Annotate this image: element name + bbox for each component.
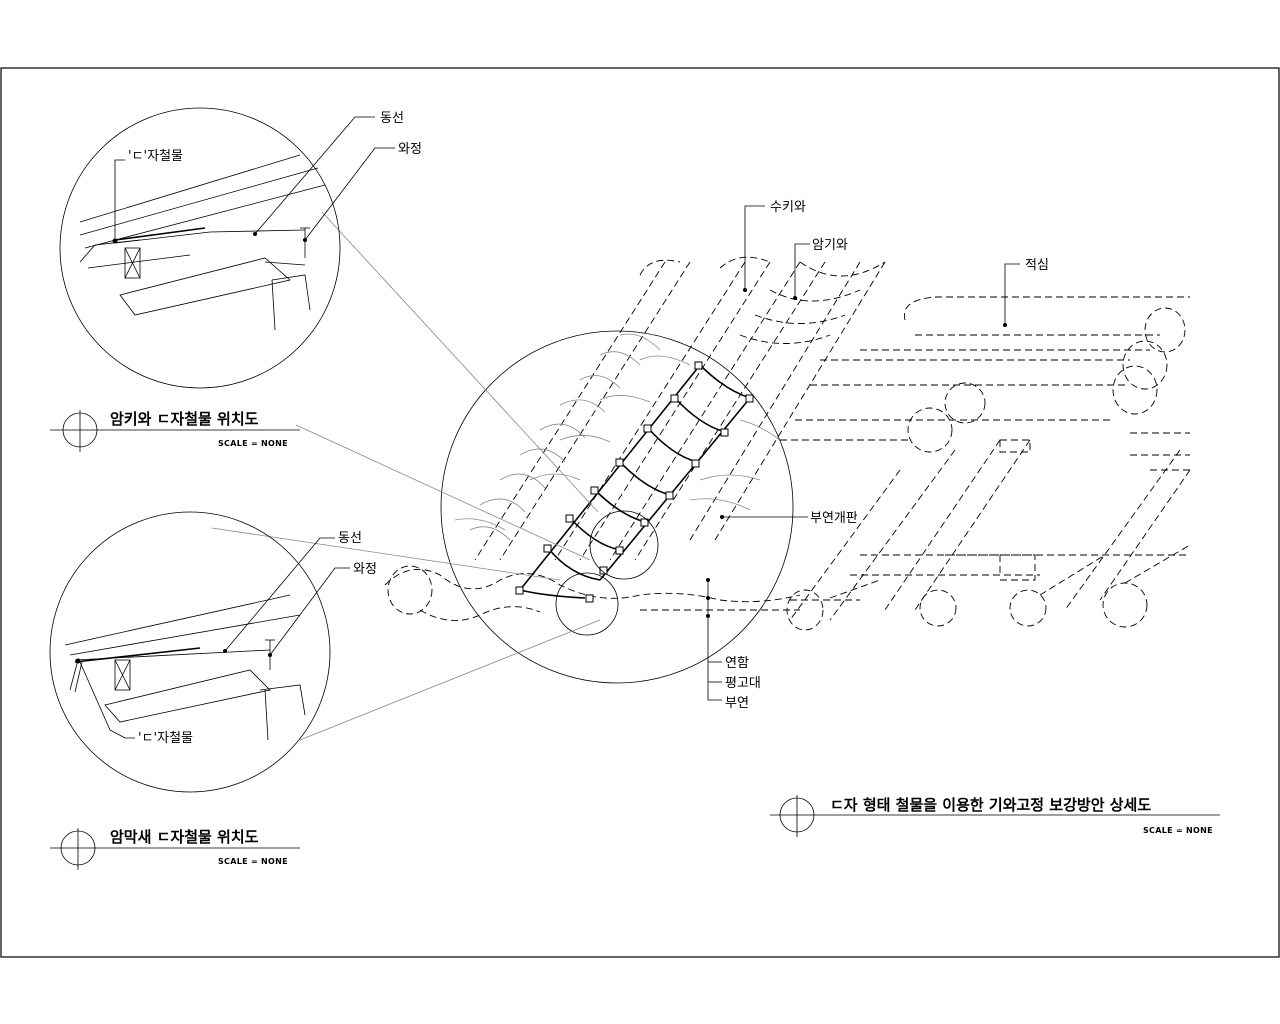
label-yeonham: 연함 (725, 656, 749, 671)
label-sheathing: 부연개판 (810, 511, 858, 526)
label-amkiwa: 암기와 (812, 238, 848, 253)
detail-bottom-scale: SCALE = NONE (218, 857, 288, 866)
detail-top-bracket-label: 'ㄷ'자철물 (128, 149, 183, 164)
label-jeoksim: 적심 (1025, 258, 1049, 273)
callout-circle-lower (555, 572, 619, 636)
detail-bottom-bracket-label: 'ㄷ'자철물 (138, 731, 193, 746)
label-pyeonggodae: 평고대 (725, 676, 761, 691)
main-detail-circle (440, 330, 794, 684)
detail-top-circle (59, 107, 341, 389)
callout-connectors (211, 211, 601, 741)
detail-top-nail-label: 와정 (398, 142, 422, 157)
detail-bottom-circle (49, 511, 331, 793)
main-scale: SCALE = NONE (1143, 826, 1213, 835)
detail-bottom-title: 암막새 ㄷ자철물 위치도 (110, 828, 259, 846)
eave-edge (384, 568, 801, 621)
detail-top-title: 암키와 ㄷ자철물 위치도 (110, 410, 259, 428)
sheet-border (0, 67, 1280, 958)
sukiwa-rows (474, 256, 886, 561)
amkiwa-scales (454, 333, 781, 541)
detail-top-group: 동선 와정 'ㄷ'자철물 암키와 ㄷ자철물 위치도 SCALE = NONE (50, 107, 422, 452)
square-rafters (789, 439, 1191, 621)
main-labels: 수키와 암기와 적심 부연개판 연함 평고대 부연 (706, 200, 1049, 711)
detail-bottom-group: 동선 와정 'ㄷ'자철물 암막새 ㄷ자철물 위치도 SCALE = NONE (49, 511, 377, 870)
label-rafter: 부연 (725, 696, 749, 711)
detail-top-scale: SCALE = NONE (218, 439, 288, 448)
bracket-chain (515, 361, 754, 603)
jeoksim-logs (780, 296, 1190, 456)
round-rafters (387, 544, 1191, 631)
label-sukiwa: 수키와 (770, 200, 806, 215)
callout-circle-upper (589, 510, 659, 580)
main-title: ㄷ자 형태 철물을 이용한 기와고정 보강방안 상세도 (830, 796, 1151, 814)
main-title-block: ㄷ자 형태 철물을 이용한 기와고정 보강방안 상세도 SCALE = NONE (770, 795, 1220, 837)
detail-bottom-drawing (64, 594, 306, 741)
detail-bottom-nail-label: 와정 (353, 562, 377, 577)
detail-bottom-wire-label: 동선 (338, 531, 362, 546)
detail-top-drawing (79, 154, 326, 331)
detail-top-wire-label: 동선 (380, 111, 404, 126)
roof-isometric (384, 256, 1191, 684)
